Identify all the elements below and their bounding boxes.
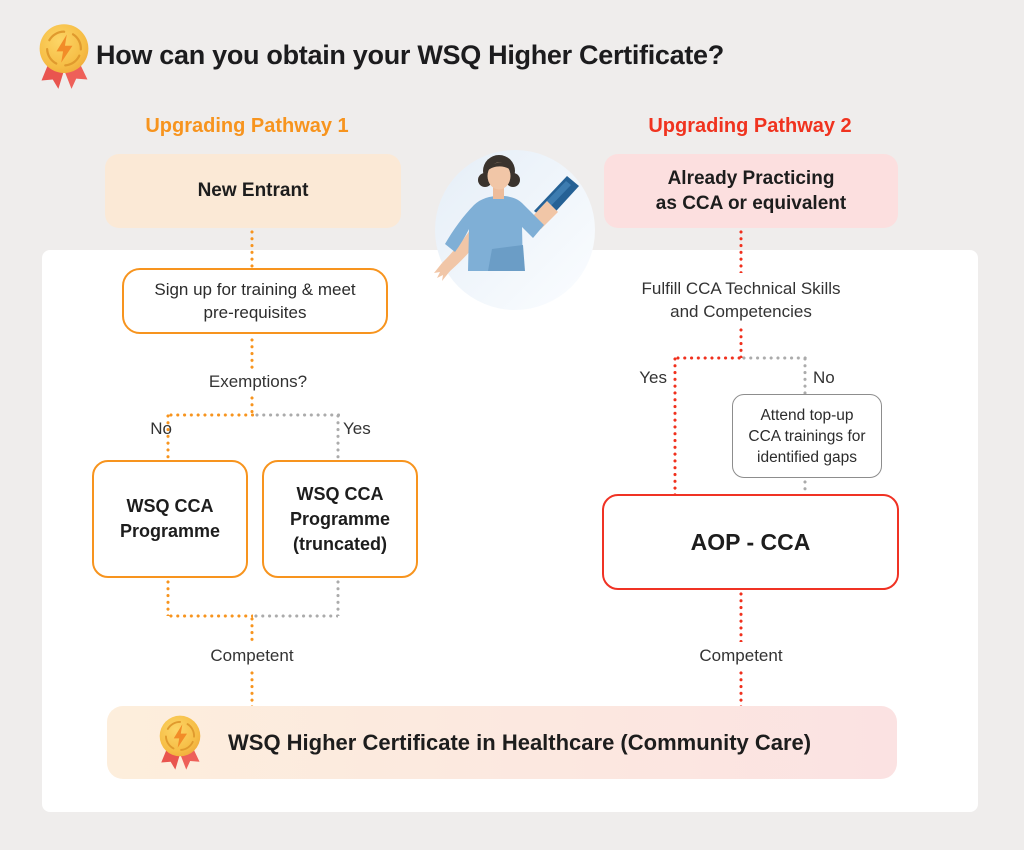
connector-p2-to-banner — [739, 670, 743, 706]
page-title: How can you obtain your WSQ Higher Certi… — [96, 40, 724, 70]
pathway1-signup-box: Sign up for training & meet pre-requisit… — [122, 268, 388, 334]
pathway1-question-label: Exemptions? — [208, 372, 308, 391]
connector-p1-programme-down — [166, 579, 170, 616]
pathway2-aop-box: AOP - CCA — [602, 494, 899, 590]
connector-p2-topup-down — [803, 479, 807, 494]
pathway2-topup-box: Attend top-up CCA trainings for identifi… — [732, 394, 882, 478]
pathway2-branch-no-label: No — [813, 368, 835, 387]
result-banner: WSQ Higher Certificate in Healthcare (Co… — [107, 706, 897, 779]
pathway1-outcome-label: Competent — [210, 646, 294, 665]
connector-p1-to-banner — [250, 670, 254, 706]
pathway1-programme-truncated-box: WSQ CCA Programme (truncated) — [262, 460, 418, 578]
connector-p2-yes-down — [673, 356, 677, 494]
connector-p1-entry-to-signup — [250, 229, 254, 268]
pathway2-heading: Upgrading Pathway 2 — [648, 115, 852, 137]
pathway1-programme-box: WSQ CCA Programme — [92, 460, 248, 578]
pathway1-entry-box: New Entrant — [105, 154, 401, 228]
connector-p1-yes-down — [336, 413, 340, 460]
connector-p1-branch-right — [254, 413, 340, 417]
connector-p1-question-down — [250, 395, 254, 415]
connector-p2-aop-down — [739, 591, 743, 642]
connector-p2-branch-left — [675, 356, 741, 360]
pathway1-branch-no-label: No — [150, 419, 172, 438]
healthcare-worker-illustration — [434, 150, 595, 310]
result-banner-text: WSQ Higher Certificate in Healthcare (Co… — [228, 729, 812, 755]
pathway2-entry-box: Already Practicing as CCA or equivalent — [604, 154, 898, 228]
connector-p1-truncated-down — [336, 579, 340, 616]
pathway1-heading: Upgrading Pathway 1 — [145, 115, 349, 137]
connector-p1-branch-left — [168, 413, 254, 417]
connector-p1-merge-right — [253, 614, 338, 618]
connector-p1-merge-left — [168, 614, 253, 618]
connector-p1-merge-down — [250, 616, 254, 642]
connector-p2-step-down — [739, 327, 743, 358]
connector-p1-signup-to-question — [250, 337, 254, 369]
connector-p2-branch-right — [741, 356, 807, 360]
pathway2-outcome-label: Competent — [699, 646, 783, 665]
pathway1-branch-yes-label: Yes — [343, 419, 371, 438]
connector-p2-entry-to-step — [739, 229, 743, 273]
pathway2-step-text: Fulfill CCA Technical Skills and Compete… — [641, 279, 841, 321]
pathway2-branch-yes-label: Yes — [639, 368, 667, 387]
medal-icon — [159, 715, 201, 770]
connector-p1-no-down — [166, 413, 170, 460]
connector-p2-no-down — [803, 356, 807, 394]
medal-icon — [39, 24, 89, 89]
